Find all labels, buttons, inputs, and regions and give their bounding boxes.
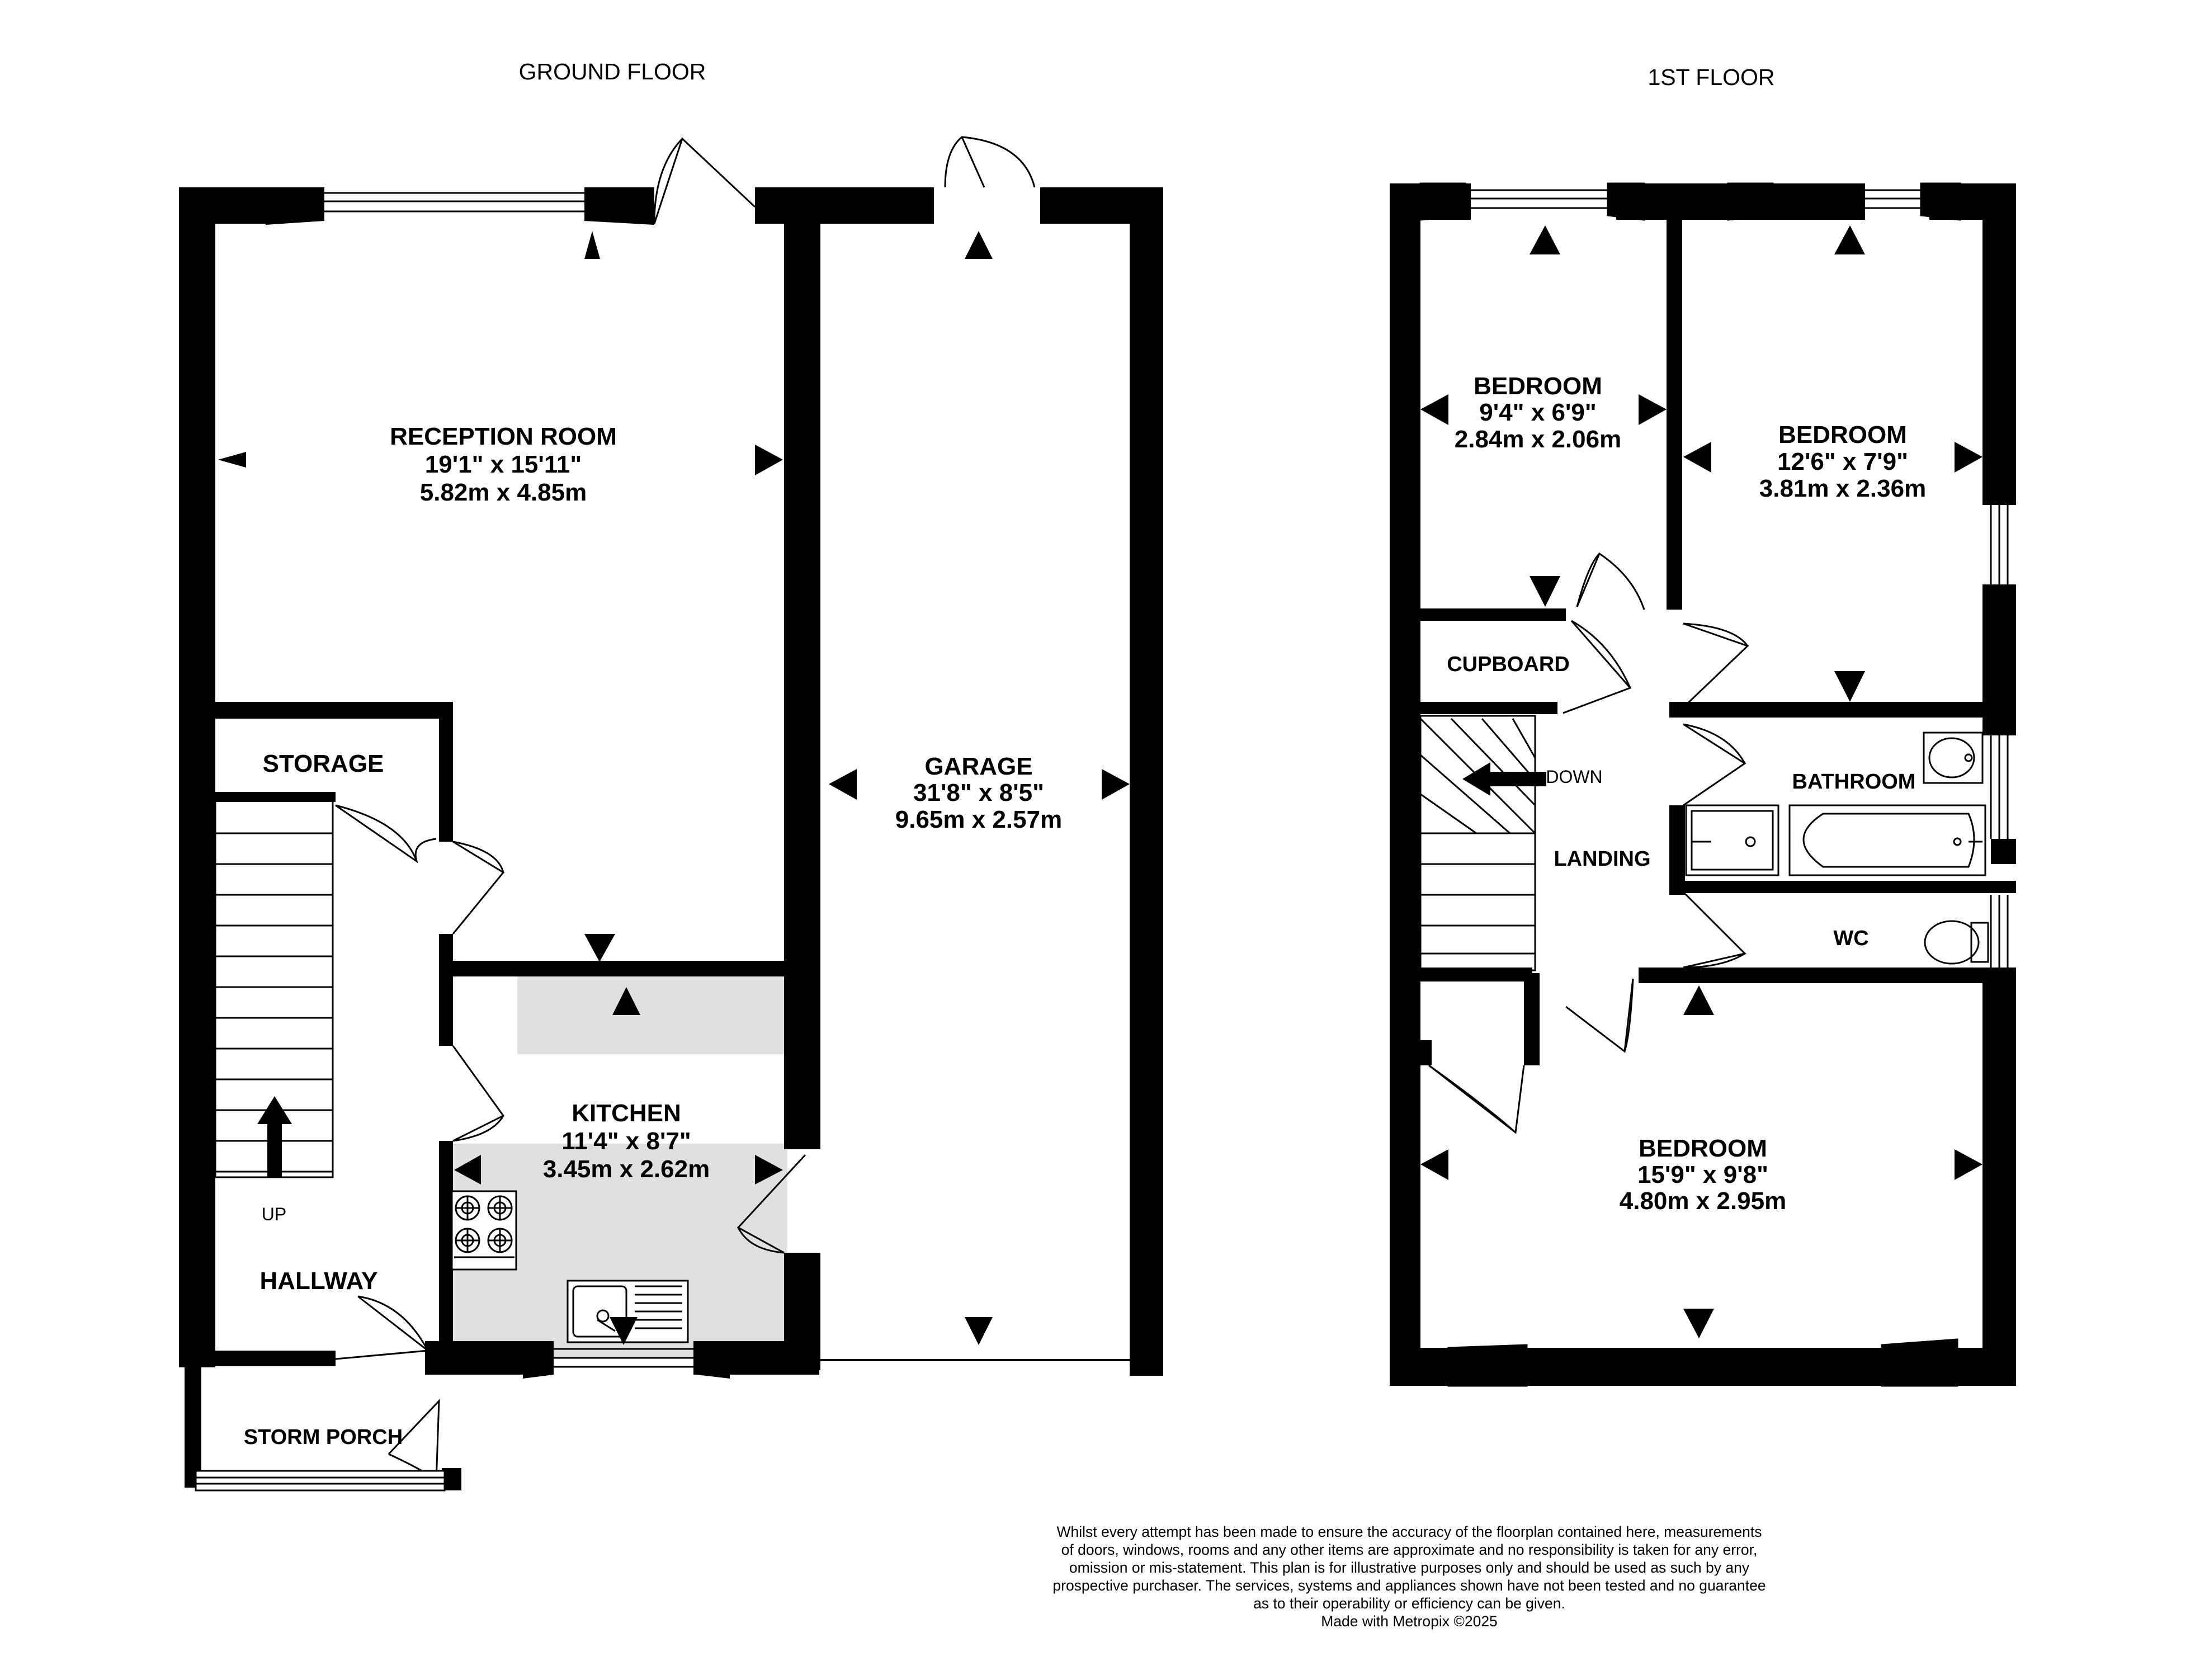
disclaimer-line: Whilst every attempt has been made to en… [1056,1523,1762,1540]
bedroom-side-window [1990,503,2009,584]
ground-floor-title: GROUND FLOOR [519,59,706,84]
front-door [335,1295,430,1360]
bedroom-window [1727,182,1961,221]
arrow-left-icon [829,769,857,800]
ground-stairs [214,792,336,1178]
porch-window [195,1470,446,1492]
bedroom-3-imperial: 12'6" x 7'9" [1777,448,1908,475]
garage-rear-door [944,136,1036,188]
toilet-icon [1924,920,1989,965]
wc-door [1682,891,1746,969]
first-floor-title: 1ST FLOOR [1648,64,1774,90]
bathroom-name: BATHROOM [1792,770,1916,794]
arrow-right-icon [1955,1149,1982,1180]
arrow-right-icon [1955,442,1982,473]
garage-metric: 9.65m x 2.57m [895,806,1062,833]
arrow-left-icon [1683,442,1711,473]
bedroom-3-name: BEDROOM [1778,421,1907,449]
porch-door [388,1399,440,1483]
bedroom-1-metric: 4.80m x 2.95m [1620,1187,1786,1215]
bedroom-2-name: BEDROOM [1474,372,1602,400]
cupboard-name: CUPBOARD [1447,653,1570,676]
disclaimer-line: of doors, windows, rooms and any other i… [1061,1541,1758,1558]
reception-metric: 5.82m x 4.85m [420,479,587,506]
hallway-name: HALLWAY [259,1267,377,1295]
arrow-right-icon [1639,394,1667,425]
arrow-down-icon [1530,576,1560,607]
arrow-up-icon [1834,225,1865,254]
disclaimer-line: as to their operability or efficiency ca… [1253,1595,1565,1612]
kitchen-name: KITCHEN [572,1099,681,1127]
hallway-reception-door [452,841,505,935]
arrow-down-icon [1683,1309,1714,1338]
kitchen-metric: 3.45m x 2.62m [543,1155,710,1183]
arrow-right-icon [755,1155,783,1185]
arrow-left-icon [1420,1149,1448,1180]
bedroom-1-name: BEDROOM [1639,1135,1767,1162]
bath-icon [1788,804,1986,876]
bedroom-2-imperial: 9'4" x 6'9" [1479,399,1596,426]
disclaimer-line: omission or mis-statement. This plan is … [1069,1559,1750,1576]
arrow-right-icon [755,445,783,475]
bedroom-window [1419,182,1645,221]
bathroom-window [1990,719,2009,839]
bedroom-3-metric: 3.81m x 2.36m [1759,475,1926,502]
arrow-up-icon [1683,985,1714,1015]
arrow-down-icon [610,1317,638,1345]
bedroom-door [1576,552,1645,610]
disclaimer: Whilst every attempt has been made to en… [995,1523,1823,1630]
disclaimer-credit: Made with Metropix ©2025 [1321,1613,1498,1630]
arrow-left-icon [454,1155,481,1185]
bathroom-door [1683,723,1746,806]
kitchen-door [452,1045,505,1142]
arrow-down-icon [1834,671,1865,702]
hob-icon [451,1190,517,1271]
stairs-down-label: DOWN [1546,767,1602,787]
arrow-up-icon [584,231,600,259]
ground-floor-walls [179,187,1163,1490]
arrow-right-icon [1102,769,1130,800]
arrow-left-icon [218,452,246,468]
bedroom-door [1565,978,1634,1053]
landing-name: LANDING [1554,847,1650,871]
first-floor-stairs [1419,715,1536,971]
bedroom-1-imperial: 15'9" x 9'8" [1637,1161,1768,1188]
wc-name: WC [1833,927,1868,950]
disclaimer-line: prospective purchaser. The services, sys… [1052,1577,1766,1594]
storage-door [335,804,437,863]
stairs-up-arrow-icon [257,1096,292,1177]
stairs-up-label: UP [262,1204,286,1224]
kitchen-worktop-shade [517,976,786,1054]
arrow-down-icon [965,1317,993,1345]
arrow-down-icon [584,934,615,962]
garage-name: GARAGE [924,753,1032,780]
storm-porch-name: STORM PORCH [244,1426,403,1449]
arrow-up-icon [612,987,640,1015]
garage-imperial: 31'8" x 8'5" [913,779,1044,806]
storage-name: STORAGE [263,750,384,777]
reception-imperial: 19'1" x 15'11" [425,451,582,478]
kitchen-window [523,1341,730,1379]
shower-icon [1685,804,1779,876]
arrow-up-icon [965,231,993,259]
bedroom-2-metric: 2.84m x 2.06m [1455,426,1621,453]
kitchen-imperial: 11'4" x 8'7" [561,1127,691,1155]
stairs-down-arrow-icon [1462,762,1546,796]
basin-icon [1923,732,1984,784]
wc-window [1990,895,2009,968]
reception-name: RECEPTION ROOM [390,423,617,450]
bedroom-front-window [1447,1338,1958,1387]
arrow-up-icon [1530,225,1560,254]
arrow-left-icon [1420,394,1448,425]
reception-door [653,137,756,224]
reception-window [266,187,654,225]
